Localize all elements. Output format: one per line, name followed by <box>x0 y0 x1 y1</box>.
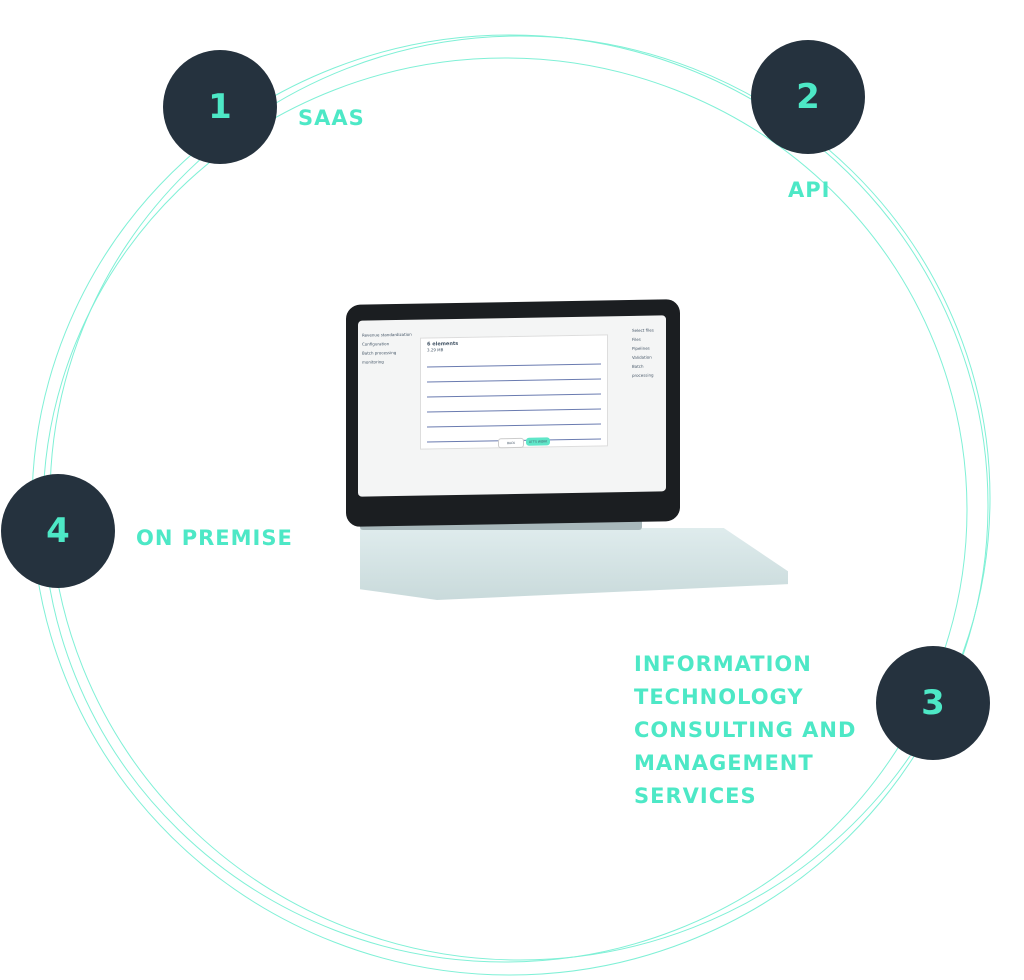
step-number: 2 <box>796 77 820 117</box>
tablet: Revenue standardization Configuration Ba… <box>346 299 680 527</box>
right-item[interactable]: Batch processing <box>632 363 654 378</box>
api-label: API <box>788 178 831 202</box>
sidebar-item[interactable]: Batch processing monitoring <box>362 350 397 365</box>
file-row[interactable] <box>427 397 601 413</box>
step-3-badge: 3 <box>876 646 990 760</box>
step-number: 1 <box>208 87 232 127</box>
step-1-badge: 1 <box>163 50 277 164</box>
on-premise-label: ON PREMISE <box>136 526 293 550</box>
file-row[interactable] <box>427 412 601 428</box>
right-panel: Select files Files Pipelines Validation … <box>632 325 664 380</box>
step-number: 4 <box>46 511 70 551</box>
step-2-badge: 2 <box>751 40 865 154</box>
file-row[interactable] <box>427 382 601 398</box>
saas-label: SAAS <box>298 106 365 130</box>
step-number: 3 <box>921 683 945 723</box>
back-button[interactable]: BACK <box>498 437 524 449</box>
sidebar-item[interactable]: Revenue standardization <box>362 331 412 338</box>
step-4-badge: 4 <box>1 474 115 588</box>
file-row[interactable] <box>427 352 601 368</box>
lets-work-button[interactable]: LET'S WORK <box>526 437 550 446</box>
file-row[interactable] <box>427 367 601 383</box>
file-panel: 6 elements 3.29 MB <box>420 334 608 450</box>
app-screen: Revenue standardization Configuration Ba… <box>358 315 666 497</box>
app-sidebar: Revenue standardization Configuration Ba… <box>362 330 412 367</box>
it-consulting-label: INFORMATION TECHNOLOGY CONSULTING AND MA… <box>634 652 857 808</box>
